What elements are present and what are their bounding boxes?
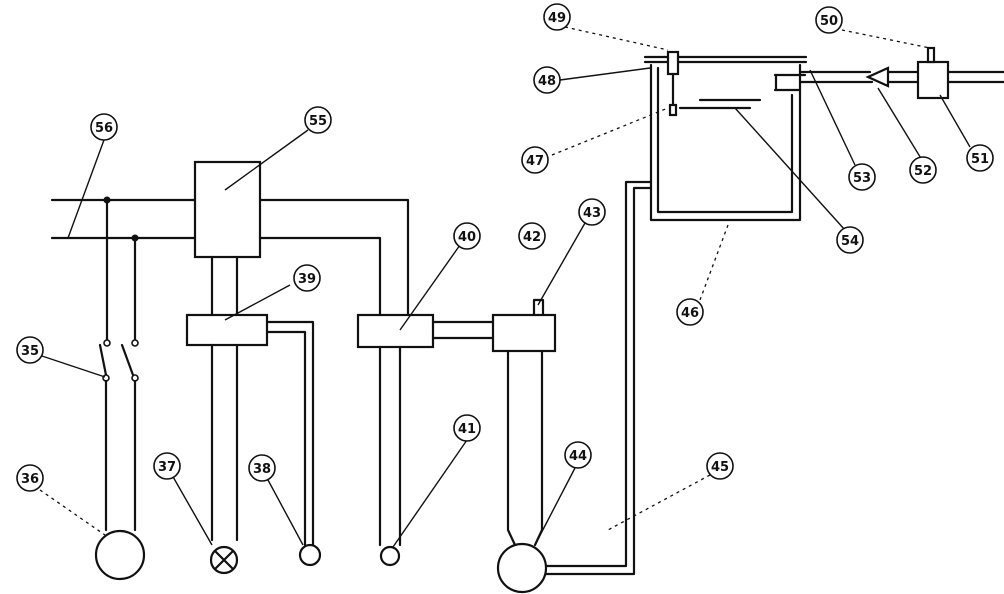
callout-40: 40 — [453, 222, 481, 250]
callout-46-text: 46 — [681, 306, 699, 321]
callout-48: 48 — [533, 66, 561, 94]
callout-56: 56 — [90, 113, 118, 141]
callout-36: 36 — [16, 464, 44, 492]
callout-37-text: 37 — [158, 460, 176, 475]
callout-36-text: 36 — [21, 472, 39, 487]
callout-42-text: 42 — [523, 230, 541, 245]
callout-48-text: 48 — [538, 74, 556, 89]
callout-54: 54 — [836, 226, 864, 254]
callout-50: 50 — [815, 6, 843, 34]
callout-38-text: 38 — [253, 462, 271, 477]
callout-52-text: 52 — [914, 164, 932, 179]
callout-45: 45 — [706, 452, 734, 480]
callout-56-text: 56 — [95, 121, 113, 136]
callout-49-text: 49 — [548, 11, 566, 26]
callout-35: 35 — [16, 336, 44, 364]
callout-43-text: 43 — [583, 206, 601, 221]
sensor-42 — [491, 298, 557, 547]
callout-42: 42 — [518, 222, 546, 250]
callout-53: 53 — [848, 163, 876, 191]
callout-39: 39 — [293, 264, 321, 292]
callout-55: 55 — [304, 106, 332, 134]
callout-37: 37 — [153, 452, 181, 480]
callout-41-text: 41 — [458, 422, 476, 437]
callout-54-text: 54 — [841, 234, 859, 249]
callout-39-text: 39 — [298, 272, 316, 287]
pump-44 — [496, 180, 652, 594]
callout-51-text: 51 — [971, 152, 989, 167]
outlet-pipe-53 — [798, 46, 1004, 100]
lamp-37 — [209, 545, 239, 575]
callout-47-text: 47 — [526, 154, 544, 169]
callout-38: 38 — [248, 454, 276, 482]
callout-55-text: 55 — [309, 114, 327, 129]
callout-44-text: 44 — [569, 449, 587, 464]
switch-35 — [98, 198, 139, 382]
controller-55 — [193, 160, 410, 317]
power-bus — [50, 196, 197, 242]
relay-39 — [185, 313, 315, 547]
relay-40 — [356, 313, 495, 567]
callout-47: 47 — [521, 146, 549, 174]
motor-36 — [94, 379, 146, 581]
callout-41: 41 — [453, 414, 481, 442]
callout-51: 51 — [966, 144, 994, 172]
callout-53-text: 53 — [853, 171, 871, 186]
callout-43: 43 — [578, 198, 606, 226]
callout-50-text: 50 — [820, 14, 838, 29]
lamp-38 — [298, 543, 322, 567]
callout-46: 46 — [676, 298, 704, 326]
callout-52: 52 — [909, 156, 937, 184]
tank-46 — [643, 50, 808, 222]
leader-lines — [39, 26, 971, 548]
callout-45-text: 45 — [711, 460, 729, 475]
callout-49: 49 — [543, 3, 571, 31]
callout-35-text: 35 — [21, 344, 39, 359]
callout-40-text: 40 — [458, 230, 476, 245]
callout-44: 44 — [564, 441, 592, 469]
